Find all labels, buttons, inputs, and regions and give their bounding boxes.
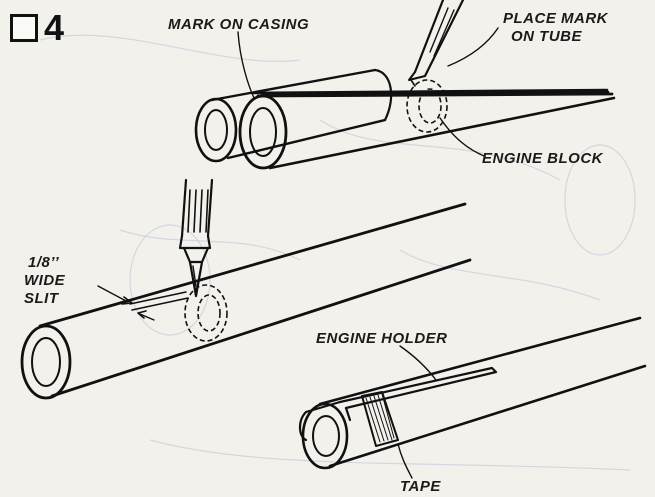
label-slit-line3: SLIT	[24, 290, 59, 307]
leader-lines-top	[237, 27, 499, 157]
label-place-mark-line1: PLACE MARK	[503, 10, 608, 27]
casing-and-tube	[194, 68, 616, 170]
label-slit-line1: 1/8’’	[28, 254, 60, 271]
slit-dimension	[97, 285, 155, 321]
engine-holder-assembly	[298, 316, 647, 470]
hobby-knife	[178, 178, 214, 298]
step-number: 4	[44, 7, 65, 48]
tube-with-slit	[20, 202, 472, 400]
leader-lines-bottom	[397, 345, 437, 479]
label-engine-holder: ENGINE HOLDER	[316, 330, 448, 347]
pencil	[408, 0, 465, 81]
step-checkbox[interactable]	[10, 14, 38, 42]
label-tape: TAPE	[400, 478, 441, 495]
label-place-mark-line2: ON TUBE	[511, 28, 582, 45]
bleed-through-sketch	[39, 34, 636, 471]
label-slit-line2: WIDE	[24, 272, 66, 289]
label-engine-block: ENGINE BLOCK	[482, 150, 604, 167]
label-mark-on-casing: MARK ON CASING	[168, 16, 310, 33]
